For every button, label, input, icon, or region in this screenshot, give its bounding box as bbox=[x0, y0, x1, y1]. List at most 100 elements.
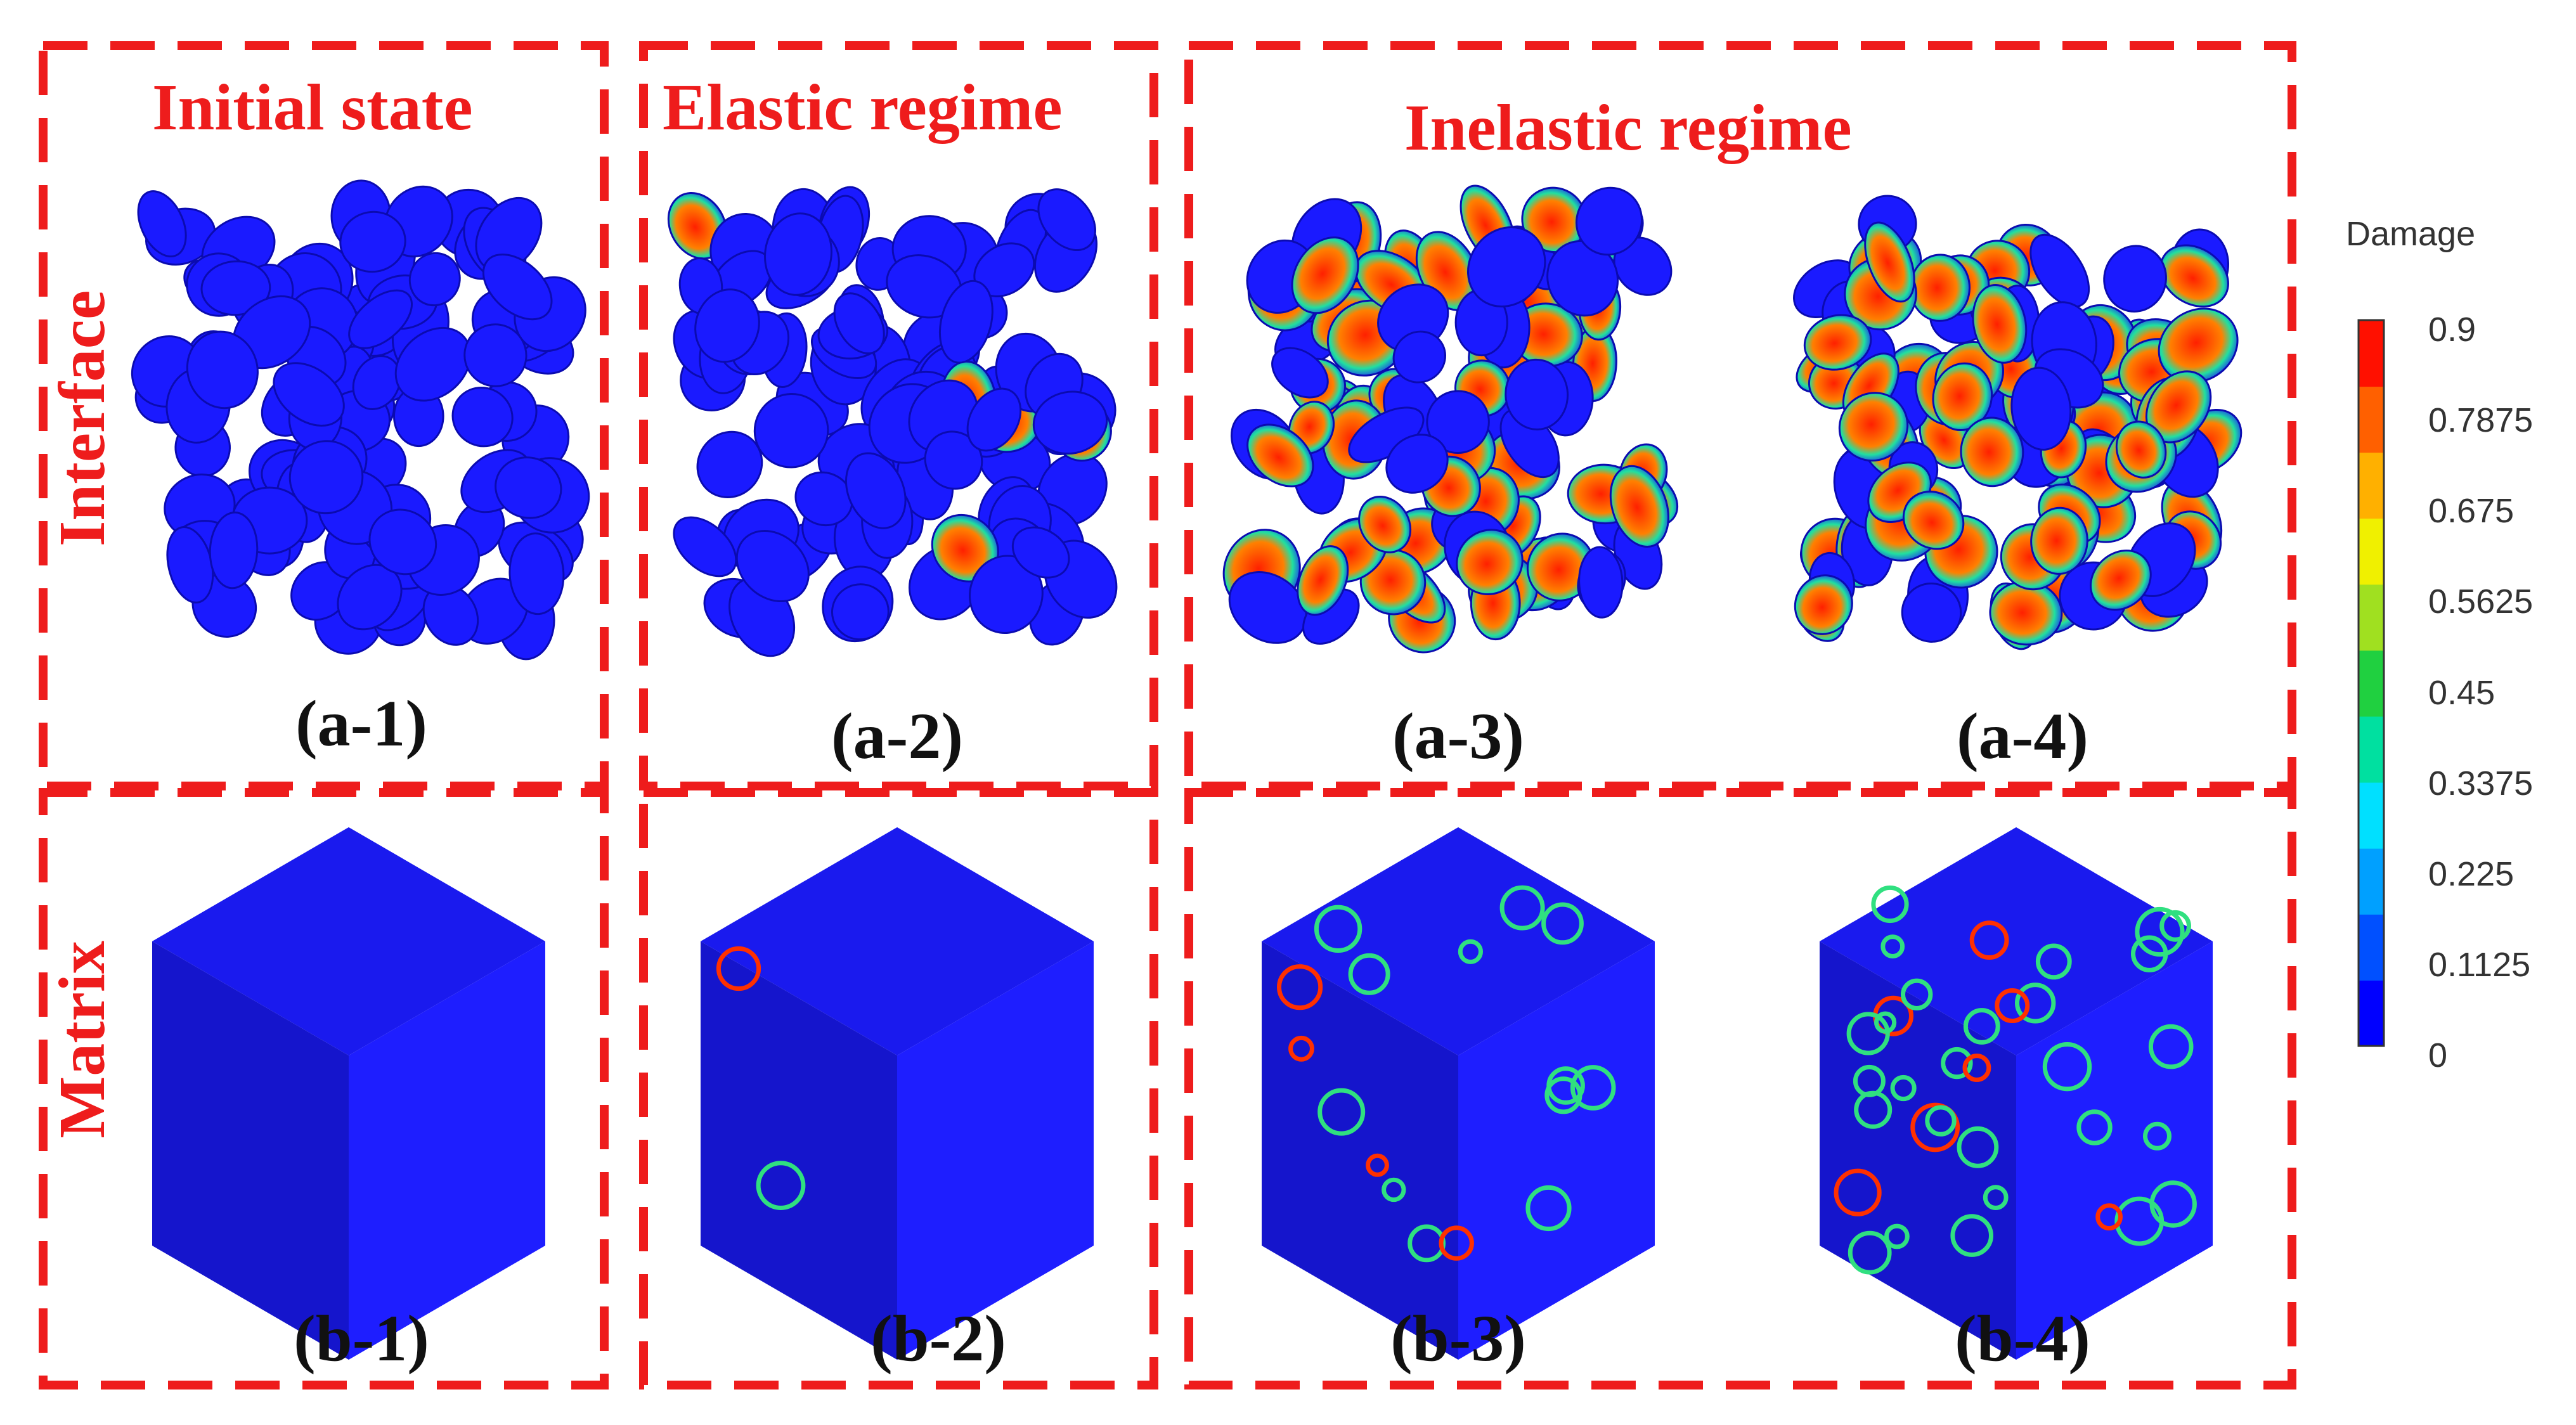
colorbar-band bbox=[2359, 320, 2384, 387]
colorbar-band bbox=[2359, 518, 2384, 585]
particle bbox=[273, 362, 345, 427]
damage-spot bbox=[1901, 978, 1933, 1011]
particle bbox=[673, 516, 737, 577]
particle bbox=[845, 452, 907, 529]
damage-spot bbox=[1854, 1090, 1893, 1129]
damage-spot bbox=[1884, 1223, 1910, 1249]
cube-left-face bbox=[152, 941, 349, 1360]
damage-spot bbox=[1317, 1088, 1366, 1136]
matrix-cube bbox=[1820, 827, 2213, 1360]
particle bbox=[1392, 330, 1447, 384]
particle bbox=[966, 387, 1022, 452]
colorbar-band bbox=[2359, 979, 2384, 1047]
caption-a-3: (a-3) bbox=[1392, 700, 1524, 773]
caption-b-1: (b-1) bbox=[294, 1302, 429, 1375]
particle bbox=[2010, 366, 2072, 451]
damage-spot bbox=[2095, 1203, 2123, 1231]
particle bbox=[1932, 362, 1993, 432]
particle bbox=[1803, 314, 1872, 371]
row-label-interface: Interface bbox=[46, 290, 119, 547]
particle bbox=[1794, 574, 1853, 635]
particle bbox=[2029, 233, 2090, 308]
particle bbox=[2090, 550, 2152, 611]
particle bbox=[186, 330, 259, 409]
caption-b-4: (b-4) bbox=[1955, 1302, 2090, 1375]
damage-spot bbox=[2035, 943, 2072, 980]
cube-right-face bbox=[1458, 941, 1655, 1360]
particle-cluster bbox=[667, 186, 1118, 657]
particle bbox=[2103, 245, 2167, 313]
colorbar-tick-label: 0.3375 bbox=[2428, 764, 2534, 803]
damage-spot bbox=[1499, 885, 1545, 931]
particle bbox=[508, 532, 565, 616]
damage-spot bbox=[2148, 1024, 2194, 1069]
damage-spot bbox=[1962, 1054, 1991, 1082]
particle bbox=[1901, 582, 1962, 643]
damage-spot bbox=[1834, 1168, 1882, 1216]
particle bbox=[1505, 358, 1569, 430]
damage-spot bbox=[1348, 953, 1390, 995]
particle bbox=[831, 583, 890, 641]
colorbar-tick-label: 0.225 bbox=[2428, 854, 2515, 893]
particle bbox=[463, 323, 527, 387]
damage-spot bbox=[1969, 920, 2009, 960]
colorbar-band bbox=[2359, 782, 2384, 849]
damage-spot bbox=[1963, 1008, 2000, 1045]
caption-b-2: (b-2) bbox=[871, 1302, 1006, 1375]
particle bbox=[2159, 244, 2229, 308]
colorbar-title: Damage bbox=[2346, 215, 2476, 253]
colorbar-border bbox=[2357, 319, 2385, 1047]
caption-a-1: (a-1) bbox=[295, 687, 427, 760]
damage-spot bbox=[1525, 1185, 1572, 1232]
damage-spot bbox=[2143, 1121, 2171, 1151]
particle-cluster bbox=[131, 179, 590, 661]
particle bbox=[1385, 434, 1449, 494]
particle bbox=[1575, 186, 1643, 256]
colorbar-band bbox=[2359, 848, 2384, 915]
damage-spot bbox=[716, 946, 761, 991]
particle bbox=[2115, 420, 2167, 479]
particle bbox=[1960, 416, 2024, 487]
particle bbox=[735, 529, 810, 603]
particle bbox=[451, 386, 514, 448]
damage-colorbar bbox=[2357, 319, 2385, 1047]
particle bbox=[348, 289, 413, 349]
particle bbox=[2030, 506, 2088, 575]
particle bbox=[1838, 392, 1909, 462]
damage-spot bbox=[1871, 885, 1909, 924]
particle bbox=[1358, 496, 1412, 553]
colorbar-band bbox=[2359, 650, 2384, 717]
particle bbox=[394, 326, 472, 402]
particle bbox=[339, 210, 406, 273]
particle-cluster bbox=[1793, 195, 2243, 650]
damage-spot bbox=[1288, 1035, 1314, 1062]
particle bbox=[1902, 491, 1965, 550]
cube-right-face bbox=[349, 941, 545, 1360]
particle bbox=[1228, 571, 1307, 644]
particle bbox=[1037, 188, 1096, 252]
cube-left-face bbox=[701, 941, 897, 1360]
colorbar-band bbox=[2359, 913, 2384, 981]
particle bbox=[833, 292, 885, 354]
colorbar-tick-label: 0.5625 bbox=[2428, 583, 2534, 621]
particle bbox=[1456, 529, 1524, 595]
particle bbox=[352, 355, 401, 411]
particle bbox=[1011, 526, 1070, 579]
colorbar-band bbox=[2359, 386, 2384, 453]
particle bbox=[1546, 240, 1619, 317]
damage-spot bbox=[1925, 1105, 1957, 1137]
damage-spot bbox=[1277, 964, 1323, 1010]
damage-spot bbox=[1846, 1012, 1890, 1055]
particle bbox=[1032, 390, 1108, 455]
frame-initial-top bbox=[39, 41, 609, 790]
damage-spot bbox=[1910, 1102, 1960, 1152]
frame-initial-bottom bbox=[39, 788, 609, 1390]
colorbar-tick-label: 0.7875 bbox=[2428, 401, 2534, 440]
particle bbox=[368, 508, 437, 576]
damage-spot bbox=[1570, 1065, 1616, 1111]
damage-spot bbox=[1439, 1225, 1474, 1261]
damage-spot bbox=[1314, 905, 1362, 953]
colorbar-tick-label: 0.1125 bbox=[2428, 945, 2531, 984]
particle bbox=[696, 430, 763, 499]
